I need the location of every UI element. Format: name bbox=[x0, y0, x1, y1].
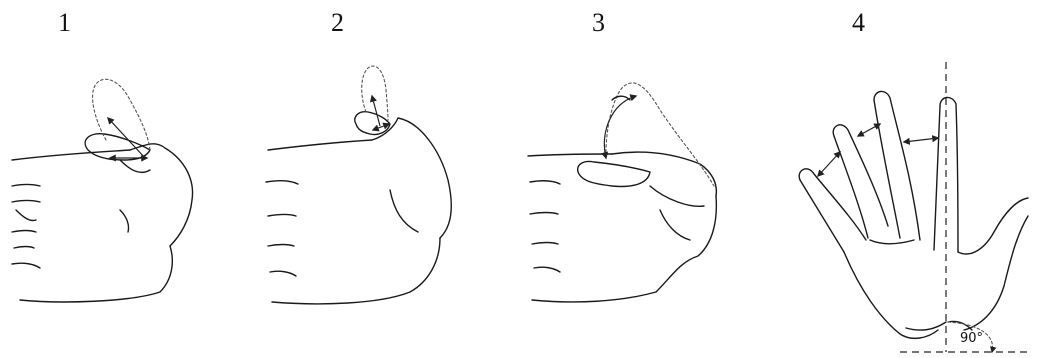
hand-illustration-4: 90° bbox=[799, 62, 1030, 352]
hand-illustration-3 bbox=[528, 83, 716, 302]
hand-illustration-2 bbox=[266, 66, 451, 304]
angle-label: 90° bbox=[960, 331, 983, 346]
hand-illustration-1 bbox=[12, 79, 193, 302]
